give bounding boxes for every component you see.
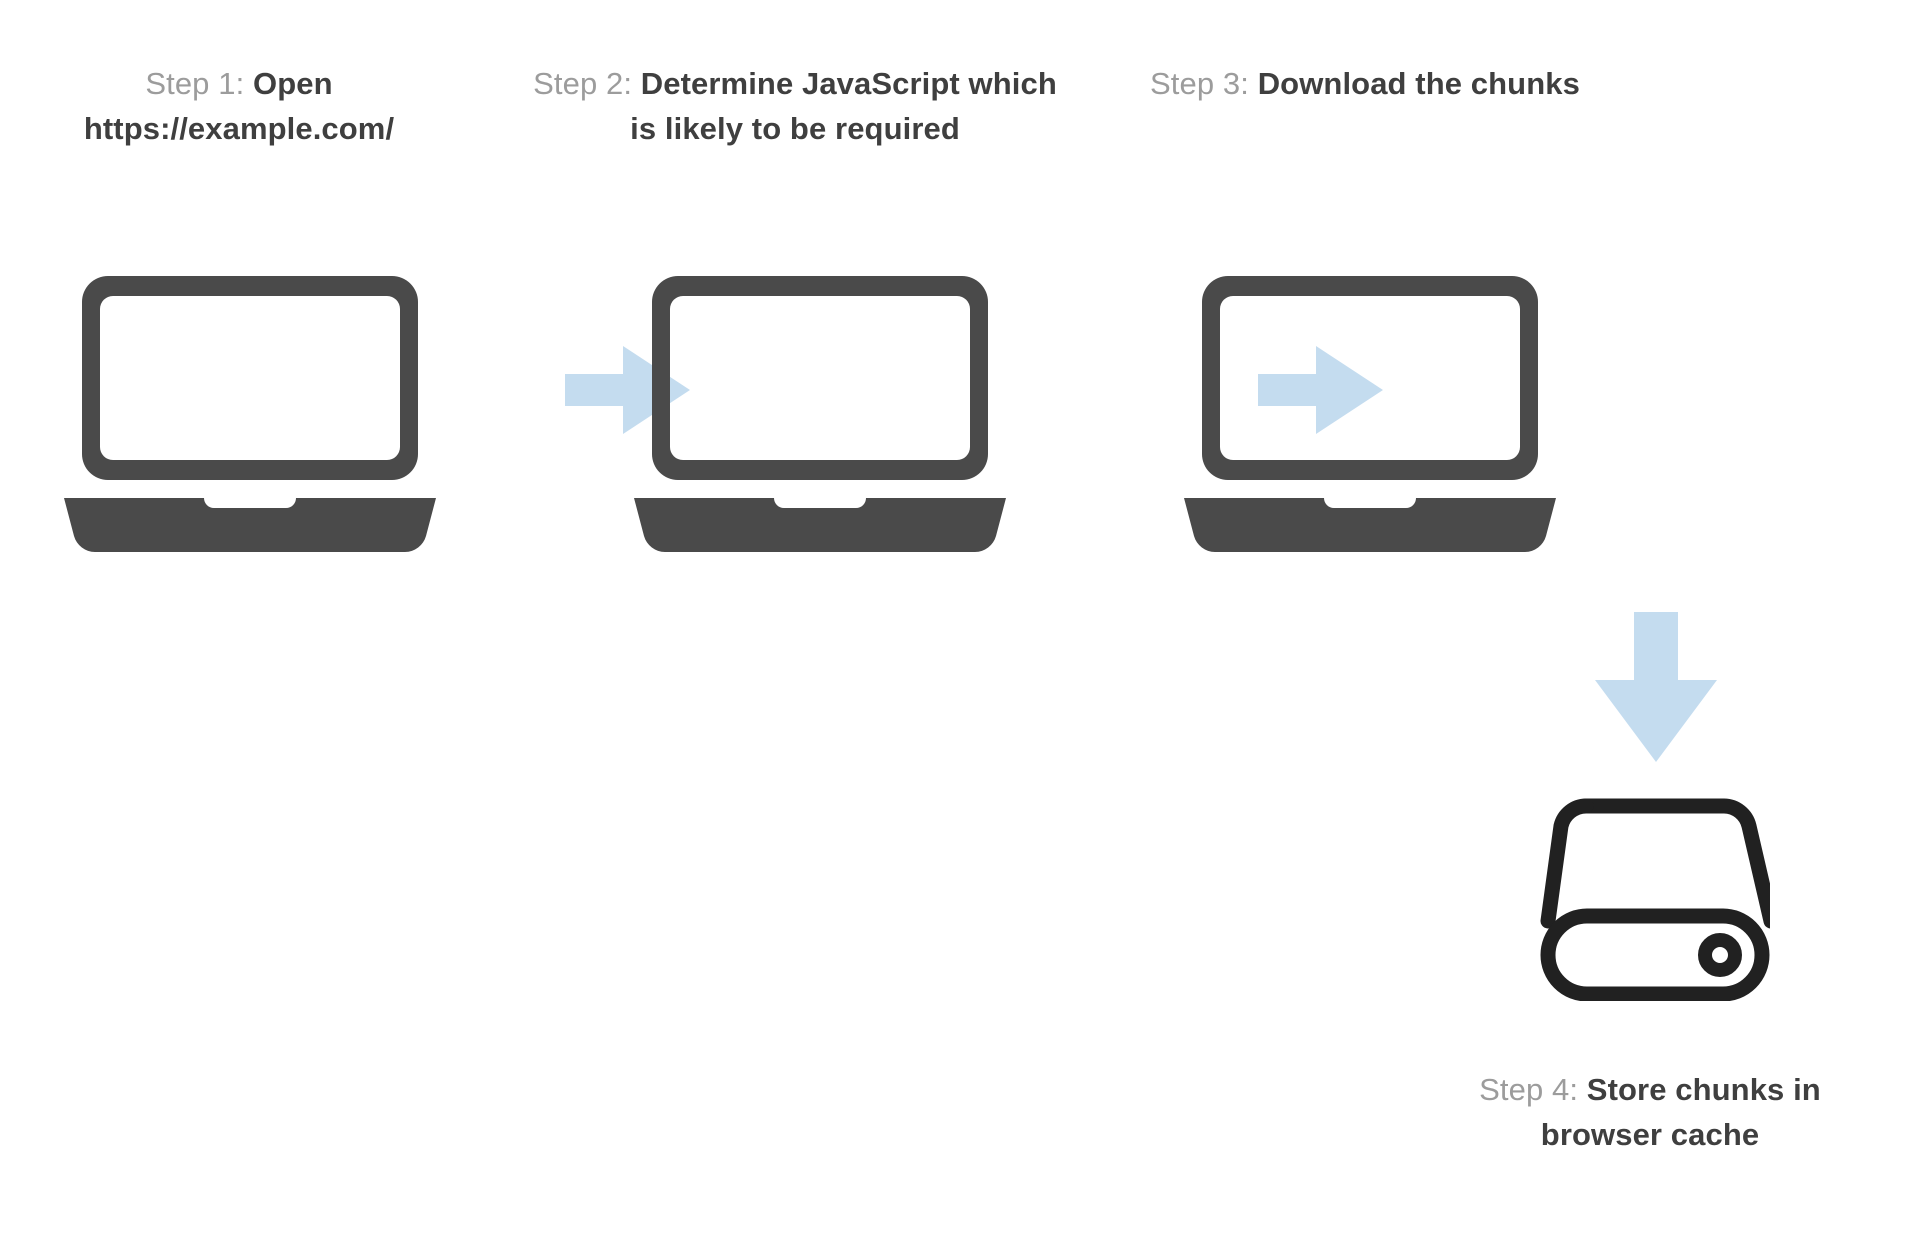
laptop-icon	[1184, 276, 1556, 552]
laptop-icon-step-2	[630, 252, 1050, 562]
arrow-down-icon	[1595, 612, 1717, 762]
step-4-caption: Step 4: Store chunks in browser cache	[1440, 1068, 1860, 1158]
laptop-icon-step-3	[1180, 252, 1600, 562]
arrow-right-icon-2	[1258, 346, 1383, 434]
step-3-caption: Step 3: Download the chunks	[1150, 62, 1580, 107]
arrow-right-icon	[1258, 346, 1383, 434]
laptop-icon-step-1	[60, 252, 480, 562]
arrow-right-icon	[565, 346, 690, 434]
step-1-caption: Step 1: Open https://example.com/	[24, 62, 454, 152]
step-2-text: Determine JavaScript which is likely to …	[630, 66, 1057, 146]
step-3-text: Download the chunks	[1257, 66, 1580, 101]
step-1-text: Open https://example.com/	[83, 66, 395, 146]
step-3-prefix: Step 3:	[1150, 66, 1258, 101]
arrow-down-icon	[1595, 612, 1717, 762]
step-4-text: Store chunks in browser cache	[1540, 1072, 1821, 1152]
step-1-prefix: Step 1:	[145, 66, 253, 101]
laptop-icon	[64, 276, 436, 552]
step-2-caption: Step 2: Determine JavaScript which is li…	[530, 62, 1060, 152]
step-4-prefix: Step 4:	[1479, 1072, 1587, 1107]
step-2-prefix: Step 2:	[533, 66, 641, 101]
arrow-right-icon-1	[565, 346, 690, 434]
hard-drive-icon	[1540, 786, 1779, 1002]
hard-drive-icon	[1540, 798, 1779, 1002]
laptop-icon	[634, 276, 1006, 552]
